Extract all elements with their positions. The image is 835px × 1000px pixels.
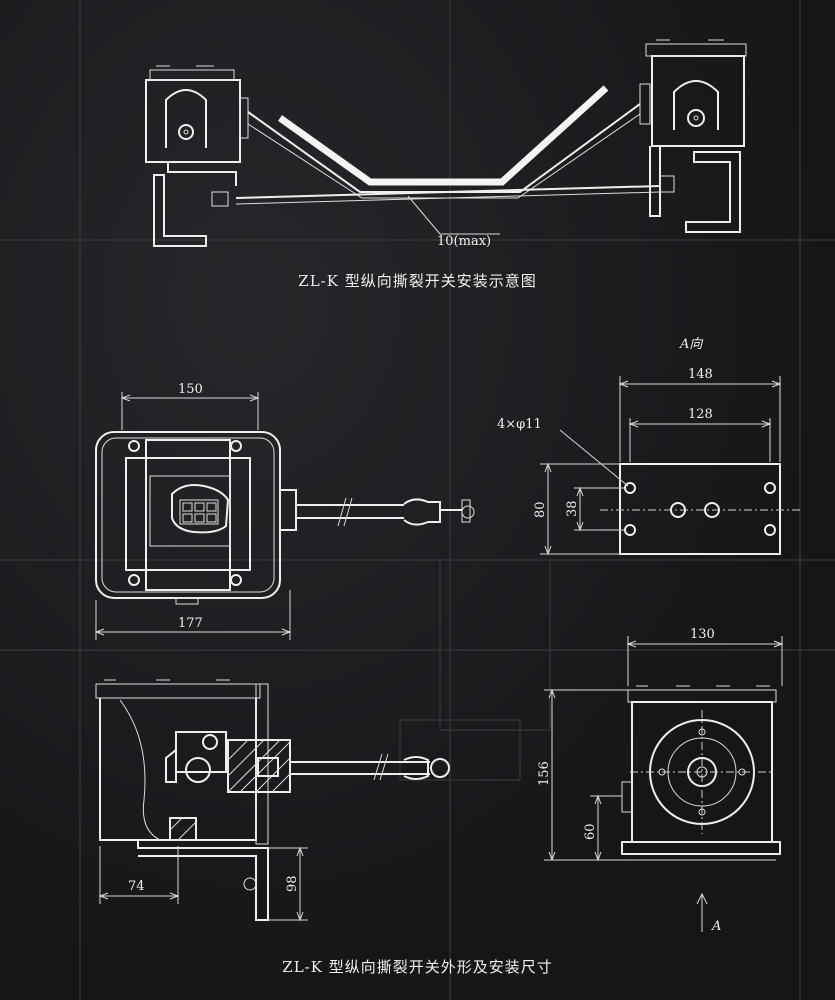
- dim-98: 98: [285, 875, 300, 892]
- dim-177: 177: [178, 616, 203, 631]
- top-view: 150: [94, 382, 475, 640]
- max-gap-label: 10(max): [437, 234, 491, 249]
- dim-60: 60: [583, 823, 598, 840]
- installation-schematic: 10(max): [145, 39, 747, 249]
- dim-148: 148: [688, 367, 713, 382]
- dim-128: 128: [688, 407, 713, 422]
- dim-74: 74: [128, 879, 145, 894]
- view-a-title: A向: [679, 337, 703, 352]
- dim-38: 38: [565, 500, 580, 517]
- caption-bottom: ZL-K 型纵向撕裂开关外形及安装尺寸: [282, 958, 553, 976]
- section-view: 74 98: [95, 679, 450, 922]
- section-hatch: [227, 739, 291, 793]
- view-a: A向 148 128 4×φ11 80: [497, 337, 800, 556]
- caption-top: ZL-K 型纵向撕裂开关安装示意图: [298, 272, 537, 290]
- side-view: 130 156 60 A: [537, 627, 784, 934]
- holes-label: 4×φ11: [497, 417, 542, 432]
- dim-130: 130: [690, 627, 715, 642]
- view-a-arrow-label: A: [711, 919, 721, 934]
- dim-150: 150: [178, 382, 203, 397]
- dim-156: 156: [537, 761, 552, 786]
- dim-80: 80: [533, 501, 548, 518]
